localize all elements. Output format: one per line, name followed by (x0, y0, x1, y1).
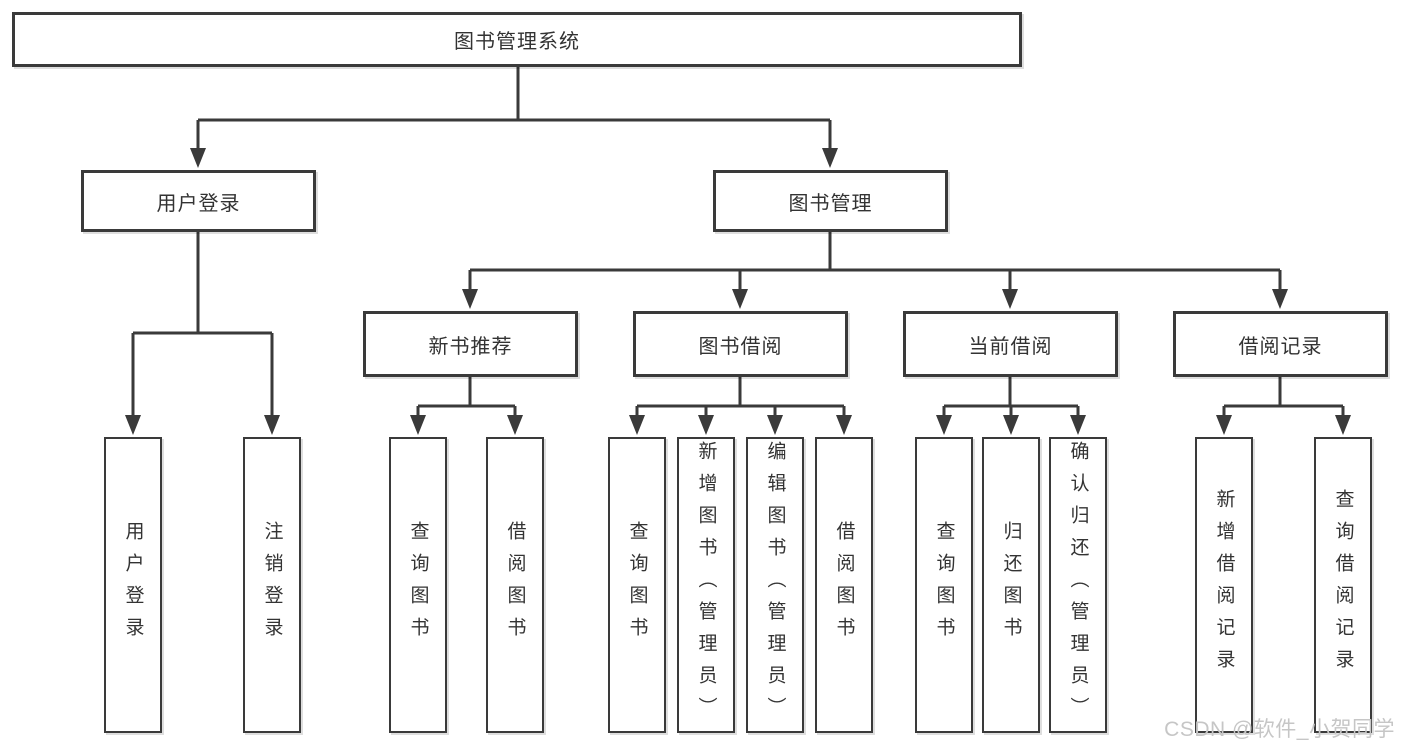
leaf-label: 新增借阅记录 (1213, 489, 1235, 681)
arrow-icon (125, 415, 141, 435)
node-book-management: 图书管理 (713, 170, 948, 232)
arrow-icon (836, 415, 852, 435)
leaf-label: 新增图书（管理员） (695, 441, 717, 729)
arrow-icon (462, 289, 478, 309)
leaf-records-query: 查询借阅记录 (1314, 437, 1372, 733)
leaf-borrow-borrow: 借阅图书 (815, 437, 873, 733)
leaf-label: 归还图书 (1000, 521, 1022, 649)
leaf-label: 借阅图书 (833, 521, 855, 649)
arrow-icon (698, 415, 714, 435)
node-newbook-recommend: 新书推荐 (363, 311, 578, 377)
node-user-login: 用户登录 (81, 170, 316, 232)
arrow-icon (732, 289, 748, 309)
leaf-newbook-query: 查询图书 (389, 437, 447, 733)
leaf-label: 注销登录 (261, 521, 283, 649)
arrow-icon (1272, 289, 1288, 309)
arrow-icon (767, 415, 783, 435)
leaf-label: 查询图书 (407, 521, 429, 649)
node-borrow-records: 借阅记录 (1173, 311, 1388, 377)
connector-root (196, 67, 832, 151)
leaf-records-add: 新增借阅记录 (1195, 437, 1253, 733)
leaf-label: 查询借阅记录 (1332, 489, 1354, 681)
arrow-icon (1070, 415, 1086, 435)
leaf-user-login: 用户登录 (104, 437, 162, 733)
arrow-icon (936, 415, 952, 435)
arrow-icon (1003, 415, 1019, 435)
connector-current-group (942, 377, 1080, 419)
leaf-current-query: 查询图书 (915, 437, 973, 733)
arrow-icon (1216, 415, 1232, 435)
csdn-watermark: CSDN @软件_小贺同学 (1164, 718, 1395, 741)
leaf-current-confirm-admin: 确认归还（管理员） (1049, 437, 1107, 733)
connector-records-group (1222, 377, 1345, 419)
arrowheads (125, 148, 1351, 435)
leaf-borrow-add-admin: 新增图书（管理员） (677, 437, 735, 733)
leaf-logout: 注销登录 (243, 437, 301, 733)
connector-newbook-group (416, 377, 517, 419)
leaf-current-return: 归还图书 (982, 437, 1040, 733)
leaf-label: 查询图书 (626, 521, 648, 649)
leaf-label: 查询图书 (933, 521, 955, 649)
arrow-icon (1335, 415, 1351, 435)
leaf-borrow-edit-admin: 编辑图书（管理员） (746, 437, 804, 733)
node-current-borrow: 当前借阅 (903, 311, 1118, 377)
arrow-icon (410, 415, 426, 435)
leaf-label: 借阅图书 (504, 521, 526, 649)
leaf-label: 编辑图书（管理员） (764, 441, 786, 729)
connector-borrow-group (635, 377, 846, 419)
arrow-icon (822, 148, 838, 168)
leaf-newbook-borrow: 借阅图书 (486, 437, 544, 733)
arrow-icon (190, 148, 206, 168)
connector-book-mgmt-group (468, 232, 1282, 293)
node-book-borrow: 图书借阅 (633, 311, 848, 377)
arrow-icon (1002, 289, 1018, 309)
node-root: 图书管理系统 (12, 12, 1022, 67)
arrow-icon (629, 415, 645, 435)
leaf-label: 确认归还（管理员） (1067, 441, 1089, 729)
connector-user-login-group (131, 232, 274, 419)
leaf-label: 用户登录 (122, 521, 144, 649)
arrow-icon (264, 415, 280, 435)
leaf-borrow-query: 查询图书 (608, 437, 666, 733)
arrow-icon (507, 415, 523, 435)
